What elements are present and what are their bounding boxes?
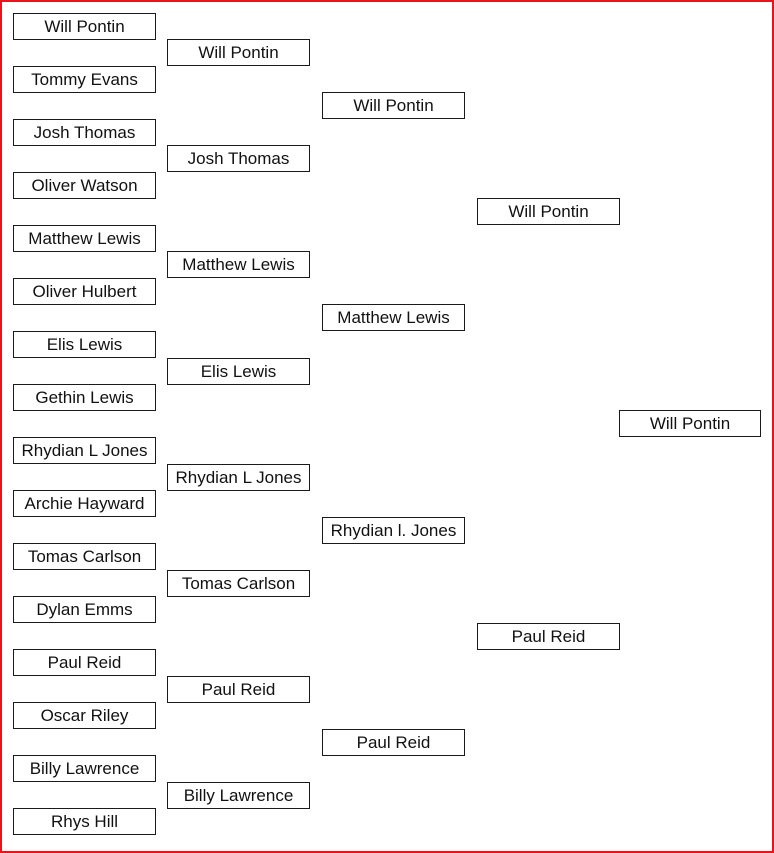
round-2-slot-4: Elis Lewis (167, 358, 310, 385)
round-2-slot-3: Matthew Lewis (167, 251, 310, 278)
round-2-slot-8: Billy Lawrence (167, 782, 310, 809)
round-1-slot-11: Tomas Carlson (13, 543, 156, 570)
round-1-slot-7: Elis Lewis (13, 331, 156, 358)
round-1-slot-13: Paul Reid (13, 649, 156, 676)
round-1-slot-1: Will Pontin (13, 13, 156, 40)
round-3-slot-4: Paul Reid (322, 729, 465, 756)
round-1-slot-8: Gethin Lewis (13, 384, 156, 411)
round-2-slot-5: Rhydian L Jones (167, 464, 310, 491)
round-1-slot-15: Billy Lawrence (13, 755, 156, 782)
round-4-slot-1: Will Pontin (477, 198, 620, 225)
round-1-slot-12: Dylan Emms (13, 596, 156, 623)
round-2-slot-6: Tomas Carlson (167, 570, 310, 597)
round-1-slot-9: Rhydian L Jones (13, 437, 156, 464)
round-4-slot-2: Paul Reid (477, 623, 620, 650)
round-3-slot-1: Will Pontin (322, 92, 465, 119)
round-2-slot-1: Will Pontin (167, 39, 310, 66)
round-2-slot-2: Josh Thomas (167, 145, 310, 172)
round-1-slot-4: Oliver Watson (13, 172, 156, 199)
round-1-slot-2: Tommy Evans (13, 66, 156, 93)
round-3-slot-2: Matthew Lewis (322, 304, 465, 331)
round-1-slot-16: Rhys Hill (13, 808, 156, 835)
round-1-slot-10: Archie Hayward (13, 490, 156, 517)
round-1-slot-14: Oscar Riley (13, 702, 156, 729)
round-1-slot-6: Oliver Hulbert (13, 278, 156, 305)
winner-slot: Will Pontin (619, 410, 761, 437)
round-1-slot-3: Josh Thomas (13, 119, 156, 146)
round-3-slot-3: Rhydian l. Jones (322, 517, 465, 544)
round-1-slot-5: Matthew Lewis (13, 225, 156, 252)
round-2-slot-7: Paul Reid (167, 676, 310, 703)
